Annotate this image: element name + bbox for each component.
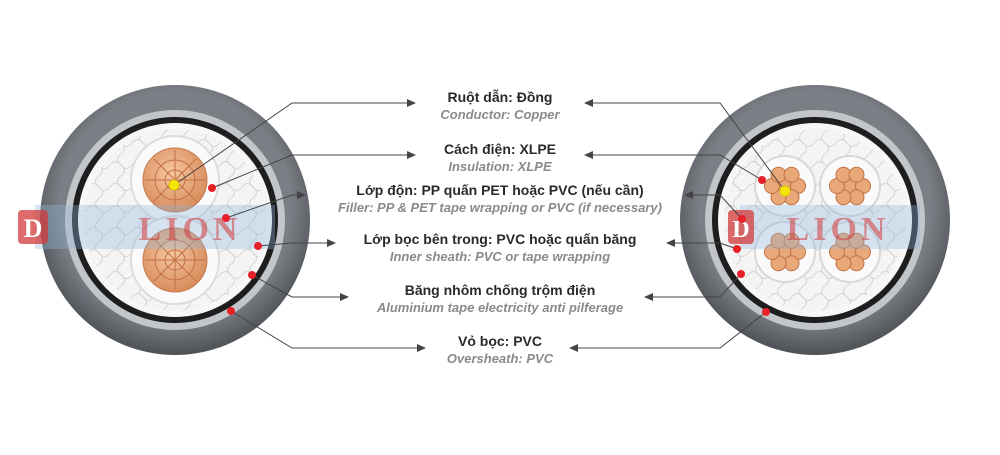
leader-armour-right [650,273,742,298]
arrow-conductor-left [407,99,416,107]
leader-oversheath-right [575,311,767,349]
right-core-4 [819,221,881,283]
right-core-3 [754,221,816,283]
dot-filler-right [738,215,746,223]
label-conductor-en: Conductor: Copper [440,107,560,122]
leader-filler-right [690,194,743,220]
arrow-heads [297,99,693,352]
watermark-right: D LION [728,205,920,249]
arrow-filler-left [297,191,306,199]
label-filler-vn: Lớp độn: PP quấn PET hoặc PVC (nếu cần) [356,182,644,198]
watermark-text-left: LION [139,211,242,248]
dot-insulation-right [758,176,766,184]
dot-conductor-left [168,179,180,191]
label-oversheath: Vỏ bọc: PVC Oversheath: PVC [290,333,710,367]
arrow-oversheath-left [417,344,426,352]
label-armour: Băng nhôm chống trộm điện Aluminium tape… [290,282,710,316]
label-oversheath-en: Oversheath: PVC [446,351,554,366]
left-core-bottom [130,215,220,305]
left-cable [40,85,310,355]
label-conductor-vn: Ruột dẫn: Đồng [447,89,553,105]
arrow-conductor-right [584,99,593,107]
leader-insulation-right [590,154,763,181]
label-filler-en: Filler: PP & PET tape wrapping or PVC (i… [338,200,662,215]
label-armour-en: Aluminium tape electricity anti pilferag… [376,300,624,315]
dot-oversheath-right [762,308,770,316]
leader-lines [173,102,786,349]
watermark-logo-letter-right: D [732,217,749,243]
right-cores [754,155,881,283]
leader-inner-sheath-left [257,242,330,247]
dot-oversheath-left [227,307,235,315]
arrow-inner-sheath-right [666,239,675,247]
label-inner-sheath-vn: Lớp bọc bên trong: PVC hoặc quấn băng [363,231,637,247]
dot-inner-sheath-left [254,242,262,250]
dot-insulation-left [208,184,216,192]
leader-armour-left [251,274,343,298]
arrow-filler-right [684,191,693,199]
label-filler: Lớp độn: PP quấn PET hoặc PVC (nếu cần) … [290,182,710,216]
watermark-logo-letter-left: D [24,214,43,243]
dot-conductor-right [779,185,791,197]
dot-armour-right [737,270,745,278]
dot-filler-left [222,214,230,222]
label-oversheath-vn: Vỏ bọc: PVC [457,333,542,349]
label-insulation-vn: Cách điện: XLPE [443,141,557,157]
arrow-oversheath-right [569,344,578,352]
arrow-insulation-left [407,151,416,159]
callout-dots [168,176,791,316]
leader-insulation-left [211,154,410,189]
right-core-2 [819,155,881,217]
label-insulation-en: Insulation: XLPE [448,159,552,174]
label-armour-vn: Băng nhôm chống trộm điện [404,282,596,298]
dot-armour-left [248,271,256,279]
leader-inner-sheath-right [672,242,738,250]
dot-inner-sheath-right [733,245,741,253]
watermark-text-right: LION [787,211,890,248]
label-insulation: Cách điện: XLPE Insulation: XLPE [290,141,710,175]
leader-conductor-right [590,102,786,192]
arrow-armour-right [644,293,653,301]
leader-oversheath-left [230,310,420,349]
label-conductor: Ruột dẫn: Đồng Conductor: Copper [290,89,710,123]
watermark-left: D LION [18,205,275,249]
right-cable [680,85,950,355]
arrow-inner-sheath-left [327,239,336,247]
label-inner-sheath: Lớp bọc bên trong: PVC hoặc quấn băng In… [290,231,710,265]
arrow-armour-left [340,293,349,301]
label-inner-sheath-en: Inner sheath: PVC or tape wrapping [389,249,611,264]
arrow-insulation-right [584,151,593,159]
leader-conductor-left [173,102,410,186]
